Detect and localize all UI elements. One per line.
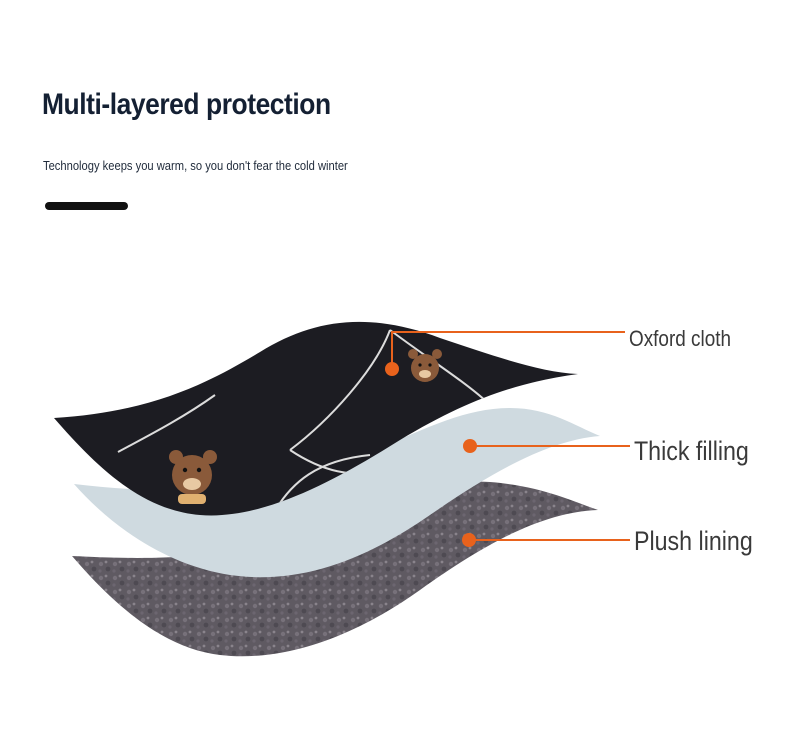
bear-print-icon <box>169 450 217 504</box>
layer-label-thick-filling: Thick filling <box>634 436 749 466</box>
callout-filling <box>463 439 630 453</box>
layer-label-oxford-cloth: Oxford cloth <box>629 326 732 351</box>
plush-lining-layer <box>72 481 598 657</box>
bear-print-icon <box>408 349 442 382</box>
layer-label-plush-lining: Plush lining <box>634 526 753 556</box>
callout-plush <box>462 533 630 547</box>
title-divider <box>45 202 128 210</box>
page-title: Multi-layered protection <box>42 88 331 121</box>
page-subtitle: Technology keeps you warm, so you don't … <box>43 158 348 173</box>
callout-oxford <box>385 331 625 376</box>
